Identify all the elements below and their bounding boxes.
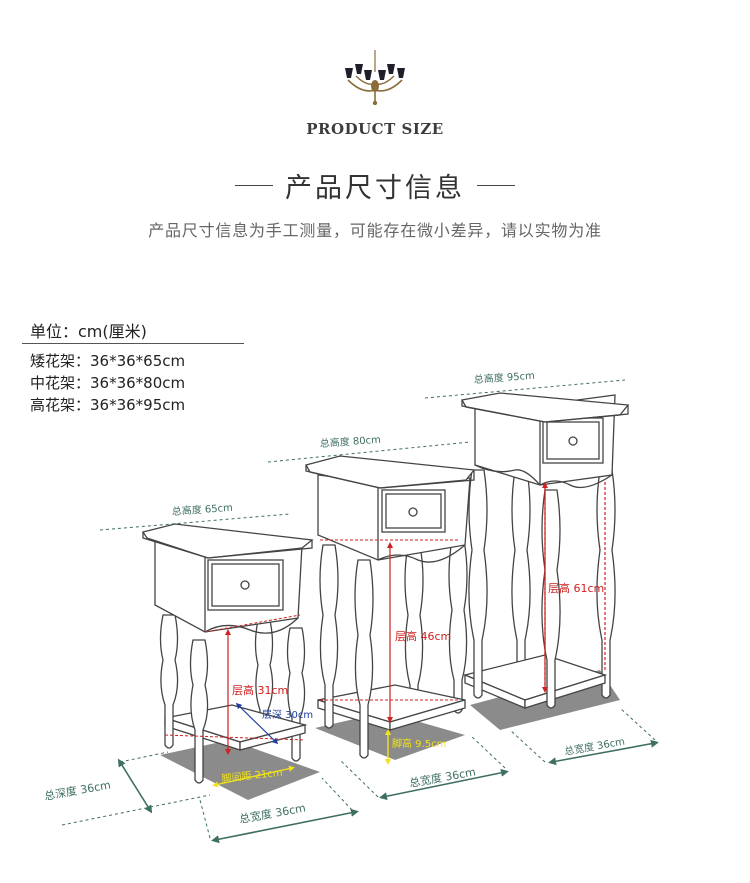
subtitle: 产品尺寸信息为手工测量，可能存在微小差异，请以实物为准	[148, 221, 602, 240]
tall-width-arrow	[548, 739, 659, 766]
tall-width-guide-right	[619, 707, 656, 741]
medium-tier-height: 层高 46cm	[395, 629, 451, 643]
short-depth-outer-arrow	[117, 758, 153, 814]
short-depth-guide-top	[119, 751, 169, 763]
medium-foot-height: 脚高 9.5cm	[392, 737, 446, 750]
medium-width-arrow	[379, 768, 509, 801]
short-spacing-arrow	[212, 765, 295, 788]
spec-item-medium: 中花架：36*36*80cm	[30, 374, 186, 392]
medium-total-height: 总高度 80cm	[319, 433, 381, 450]
short-height-guide	[99, 513, 291, 531]
spec-list: 矮花架：36*36*65cm 中花架：36*36*80cm 高花架：36*36*…	[30, 350, 185, 416]
title-rule-right	[477, 185, 515, 186]
short-width-arrow	[211, 808, 359, 844]
spec-item-tall: 高花架：36*36*95cm	[30, 396, 186, 414]
short-total-height: 总高度 65cm	[171, 501, 233, 518]
tall-plant-stand	[460, 392, 630, 730]
tall-tier-height: 层高 61cm	[548, 581, 604, 595]
brand-title: PRODUCT SIZE	[306, 120, 444, 138]
spec-item-short: 矮花架：36*36*65cm	[30, 352, 186, 370]
medium-height-guide	[267, 441, 471, 463]
chandelier-icon	[345, 50, 405, 106]
main-title: 产品尺寸信息	[285, 173, 465, 204]
medium-width-guide-right	[469, 734, 506, 769]
title-rule-left	[235, 185, 273, 186]
short-width-guide-right	[321, 777, 353, 811]
short-depth-arrow	[235, 702, 279, 745]
main-title-row: 产品尺寸信息	[0, 166, 750, 205]
short-tier-guide-top	[204, 614, 301, 633]
short-tier-guide-bottom	[164, 734, 306, 741]
medium-width-guide-left	[339, 759, 379, 798]
tall-width-guide-left	[509, 729, 546, 763]
short-total-depth: 总深度 36cm	[43, 777, 112, 802]
short-width-guide-left	[199, 799, 211, 839]
unit-label: 单位：cm(厘米)	[30, 322, 147, 341]
short-tier-depth: 层深 30cm	[262, 709, 313, 721]
short-tier-height: 层高 31cm	[232, 683, 288, 697]
short-depth-guide-bottom	[61, 794, 211, 826]
short-total-width: 总宽度 36cm	[238, 800, 307, 825]
unit-divider	[22, 343, 244, 344]
tall-total-height: 总高度 95cm	[473, 369, 535, 386]
medium-total-width: 总宽度 36cm	[408, 764, 477, 789]
short-plant-stand	[141, 523, 320, 800]
